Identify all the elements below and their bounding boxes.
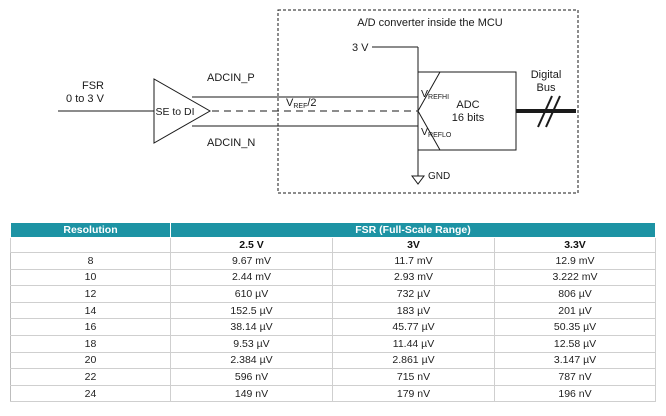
subheader-3-3v: 3.3V <box>493 237 657 253</box>
fsr-3v-cell: 715 nV <box>332 368 495 386</box>
vref-supply-label: 3 V <box>352 42 369 54</box>
mcu-box-title: A/D converter inside the MCU <box>357 17 503 29</box>
resolution-table-container: Resolution FSR (Full-Scale Range) 2.5 V … <box>10 222 657 403</box>
fsr-2-5v-cell: 596 nV <box>170 368 333 386</box>
fsr-2-5v-cell: 38.14 µV <box>170 318 333 336</box>
fsr-2-5v-cell: 152.5 µV <box>170 301 333 320</box>
adcin-p-label: ADCIN_P <box>207 72 255 84</box>
se-to-di-buffer <box>153 78 212 144</box>
resolution-cell: 14 <box>10 301 171 320</box>
bus-slash-1 <box>537 95 553 128</box>
fsr-3-3v-cell: 201 µV <box>493 301 657 320</box>
bus-slash-2 <box>545 95 561 128</box>
fsr-3-3v-cell: 3.222 mV <box>493 268 657 287</box>
fsr-3-3v-cell: 787 nV <box>493 368 657 386</box>
resolution-cell: 16 <box>10 318 171 336</box>
fsr-3-3v-cell: 3.147 µV <box>493 351 657 370</box>
header-fsr: FSR (Full-Scale Range) <box>169 222 657 238</box>
subheader-2-5v: 2.5 V <box>170 237 333 253</box>
fsr-2-5v-cell: 9.53 µV <box>170 334 333 353</box>
adc-bits-label: 16 bits <box>452 112 485 124</box>
fsr-3v-cell: 179 nV <box>332 384 495 403</box>
resolution-cell: 18 <box>10 334 171 353</box>
mcu-boundary-box <box>277 9 579 194</box>
fsr-3v-cell: 11.7 mV <box>332 252 495 270</box>
fsr-label: FSR <box>82 80 104 92</box>
bus-label: Bus <box>537 82 556 94</box>
vref-half-label: VREF/2 <box>286 97 317 110</box>
adc-label: ADC <box>456 99 479 111</box>
fsr-2-5v-cell: 610 µV <box>170 285 333 303</box>
fsr-2-5v-cell: 2.384 µV <box>170 351 333 370</box>
gnd-icon <box>411 175 425 185</box>
fsr-3-3v-cell: 12.58 µV <box>493 334 657 353</box>
adcin-n-label: ADCIN_N <box>207 137 255 149</box>
fsr-3-3v-cell: 12.9 mV <box>493 252 657 270</box>
fsr-3-3v-cell: 196 nV <box>493 384 657 403</box>
resolution-cell: 10 <box>10 268 171 287</box>
subheader-3v: 3V <box>332 237 495 253</box>
fsr-2-5v-cell: 2.44 mV <box>170 268 333 287</box>
resolution-fsr-table: Resolution FSR (Full-Scale Range) 2.5 V … <box>10 222 657 403</box>
gnd-label: GND <box>428 171 450 182</box>
adc-block-shape <box>417 71 517 151</box>
resolution-cell: 24 <box>10 384 171 403</box>
fsr-3v-cell: 45.77 µV <box>332 318 495 336</box>
adc-block-diagram: A/D converter inside the MCU FSR 0 to 3 … <box>58 9 579 194</box>
fsr-3-3v-cell: 806 µV <box>493 285 657 303</box>
fsr-3v-cell: 2.93 mV <box>332 268 495 287</box>
fsr-3v-cell: 11.44 µV <box>332 334 495 353</box>
buffer-label: SE to DI <box>155 106 194 118</box>
fsr-3v-cell: 183 µV <box>332 301 495 320</box>
resolution-cell: 20 <box>10 351 171 370</box>
resolution-cell: 22 <box>10 368 171 386</box>
header-resolution: Resolution <box>10 222 171 238</box>
resolution-cell: 8 <box>10 252 171 270</box>
fsr-2-5v-cell: 149 nV <box>170 384 333 403</box>
subheader-empty <box>10 237 171 253</box>
fsr-3v-cell: 2.861 µV <box>332 351 495 370</box>
digital-label: Digital <box>531 69 562 81</box>
fsr-3v-cell: 732 µV <box>332 285 495 303</box>
vreflo-label: VREFLO <box>421 126 452 139</box>
vrefhi-label: VREFHI <box>421 88 449 101</box>
fsr-range-label: 0 to 3 V <box>66 93 105 105</box>
fsr-2-5v-cell: 9.67 mV <box>170 252 333 270</box>
resolution-cell: 12 <box>10 285 171 303</box>
fsr-3-3v-cell: 50.35 µV <box>493 318 657 336</box>
